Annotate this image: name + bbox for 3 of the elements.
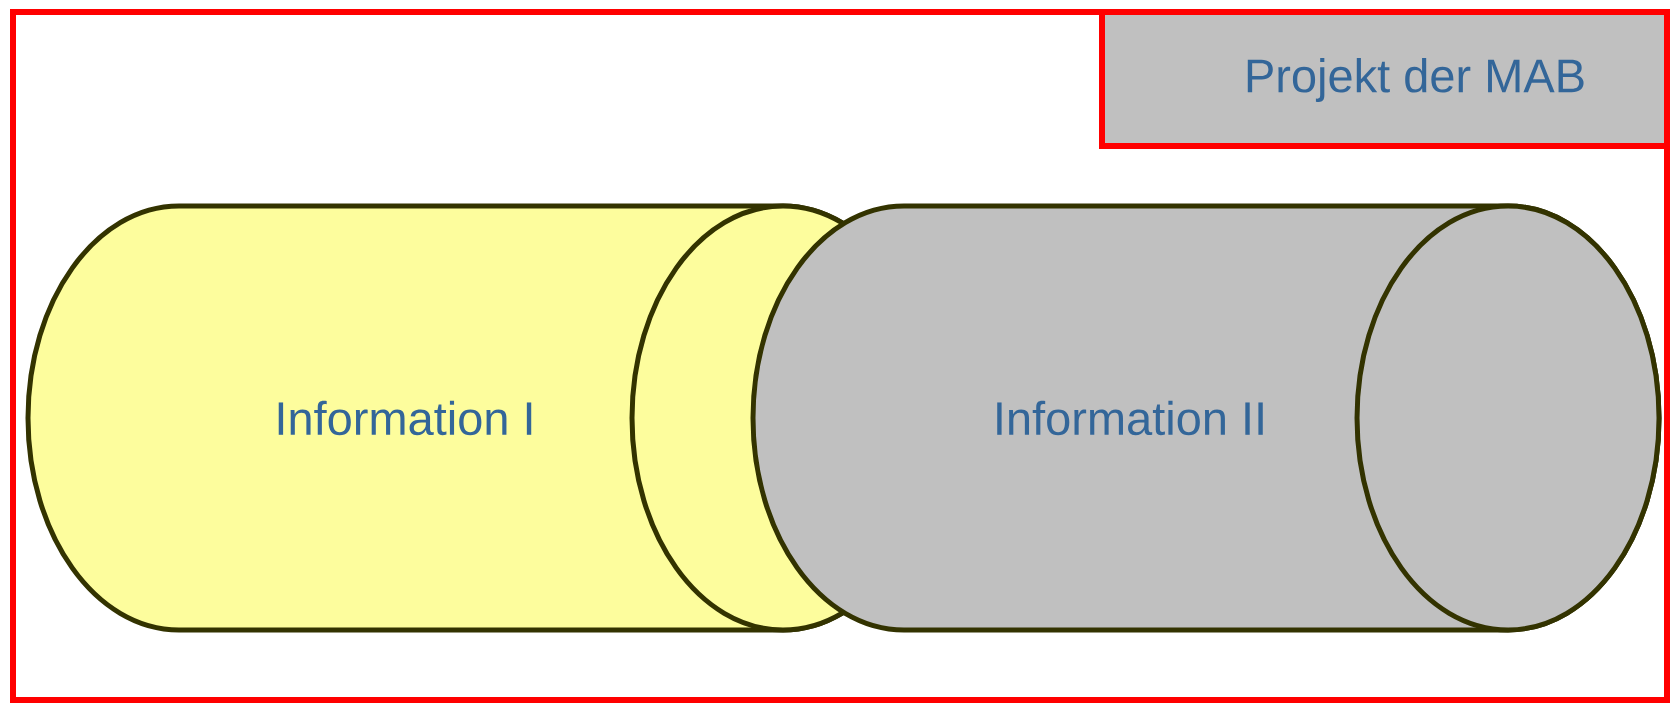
title-box: Projekt der MAB (1099, 9, 1670, 149)
frame-box (10, 9, 1670, 703)
cylinder: Information II (750, 203, 1662, 633)
